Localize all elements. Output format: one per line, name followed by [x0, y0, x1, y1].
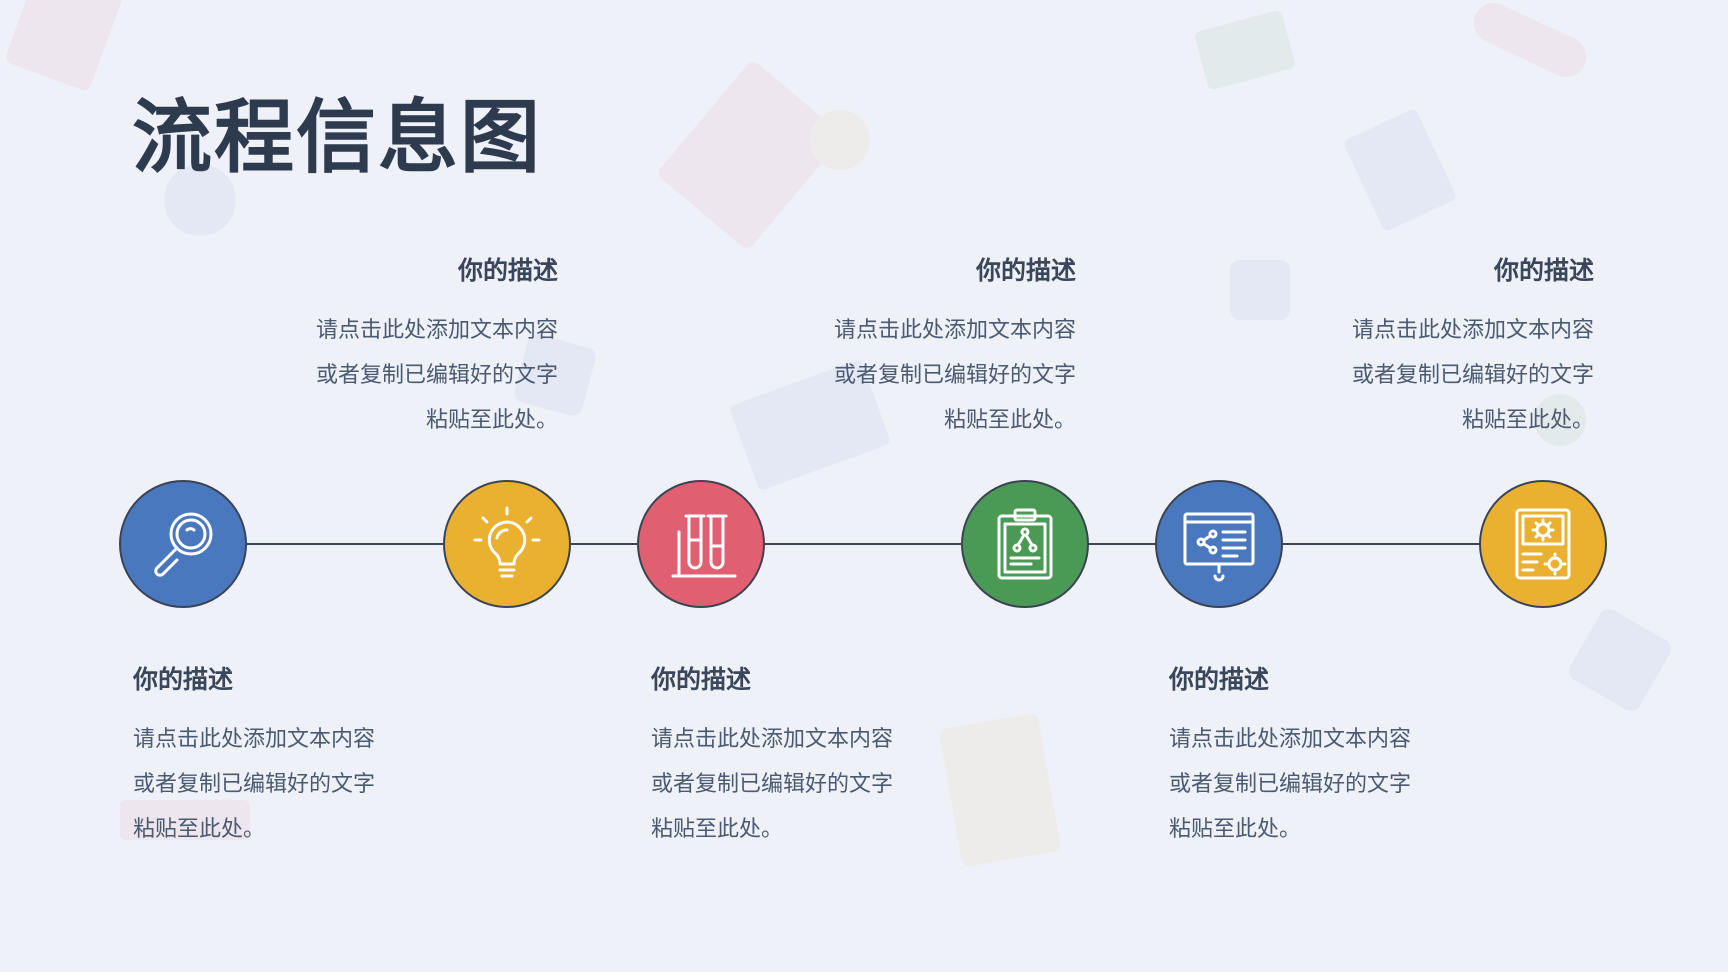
step-3-text-line-2: 或者复制已编辑好的文字 — [651, 772, 894, 797]
step-2-description: 你的描述 请点击此处添加文本内容 或者复制已编辑好的文字 粘贴至此处。 — [258, 256, 558, 443]
step-2-text-line-3: 粘贴至此处。 — [425, 408, 558, 433]
step-5-text-line-2: 或者复制已编辑好的文字 — [1169, 772, 1412, 797]
step-6-heading: 你的描述 — [1493, 256, 1594, 285]
step-1-description: 你的描述 请点击此处添加文本内容 或者复制已编辑好的文字 粘贴至此处。 — [133, 665, 433, 852]
step-3-node — [637, 480, 765, 608]
magnifier-icon — [154, 512, 213, 577]
clipboard-molecule-icon — [997, 508, 1053, 580]
page-title: 流程信息图 — [132, 91, 542, 184]
step-2-text-line-2: 或者复制已编辑好的文字 — [315, 363, 558, 388]
step-3-text-line-1: 请点击此处添加文本内容 — [651, 727, 894, 752]
certificate-gear-icon — [1515, 508, 1571, 580]
step-1-text-line-1: 请点击此处添加文本内容 — [133, 727, 376, 752]
test-tubes-icon — [671, 514, 737, 578]
step-4-node — [961, 480, 1089, 608]
step-5-text-line-3: 粘贴至此处。 — [1169, 817, 1302, 842]
step-1-text-line-2: 或者复制已编辑好的文字 — [133, 772, 376, 797]
step-1-text-line-3: 粘贴至此处。 — [133, 817, 266, 842]
step-6-text-line-2: 或者复制已编辑好的文字 — [1351, 363, 1594, 388]
step-6-text-line-1: 请点击此处添加文本内容 — [1351, 318, 1594, 343]
timeline-connector — [184, 543, 1544, 545]
presentation-board-icon — [1183, 512, 1255, 582]
step-1-node — [119, 480, 247, 608]
step-4-text-line-2: 或者复制已编辑好的文字 — [833, 363, 1076, 388]
step-6-node — [1479, 480, 1607, 608]
step-2-heading: 你的描述 — [457, 256, 558, 285]
step-3-description: 你的描述 请点击此处添加文本内容 或者复制已编辑好的文字 粘贴至此处。 — [651, 665, 951, 852]
step-3-text-line-3: 粘贴至此处。 — [651, 817, 784, 842]
step-5-node — [1155, 480, 1283, 608]
step-3-heading: 你的描述 — [651, 665, 752, 694]
lightbulb-icon — [473, 506, 541, 578]
step-5-text-line-1: 请点击此处添加文本内容 — [1169, 727, 1412, 752]
step-1-heading: 你的描述 — [133, 665, 234, 694]
step-2-node — [443, 480, 571, 608]
step-6-text-line-3: 粘贴至此处。 — [1461, 408, 1594, 433]
step-2-text-line-1: 请点击此处添加文本内容 — [315, 318, 558, 343]
step-4-text-line-3: 粘贴至此处。 — [943, 408, 1076, 433]
step-4-heading: 你的描述 — [975, 256, 1076, 285]
step-4-text-line-1: 请点击此处添加文本内容 — [833, 318, 1076, 343]
step-4-description: 你的描述 请点击此处添加文本内容 或者复制已编辑好的文字 粘贴至此处。 — [776, 256, 1076, 443]
step-5-description: 你的描述 请点击此处添加文本内容 或者复制已编辑好的文字 粘贴至此处。 — [1169, 665, 1469, 852]
step-6-description: 你的描述 请点击此处添加文本内容 或者复制已编辑好的文字 粘贴至此处。 — [1294, 256, 1594, 443]
step-5-heading: 你的描述 — [1169, 665, 1270, 694]
